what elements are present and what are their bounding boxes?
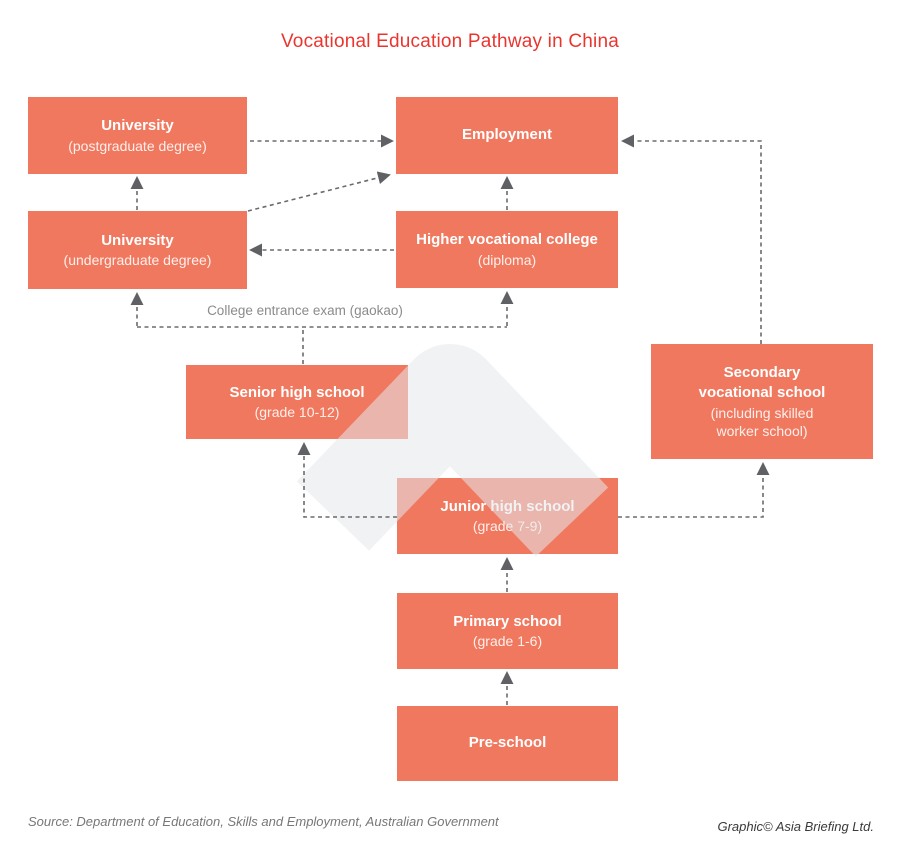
node-title: University [101,117,174,135]
credit-note: Graphic© Asia Briefing Ltd. [717,819,874,834]
node-subtitle: (postgraduate degree) [68,137,207,154]
node-university-postgraduate: University (postgraduate degree) [28,97,247,174]
node-employment: Employment [396,97,618,174]
node-university-undergraduate: University (undergraduate degree) [28,211,247,289]
node-title: Employment [461,126,552,144]
page-title: Vocational Education Pathway in China [280,31,619,52]
edge-juniorhigh-to-seniorhigh [297,442,397,518]
node-title: Primary school [453,612,562,630]
source-note: Source: Department of Education, Skills … [28,814,499,829]
node-title: Pre-school [468,734,547,752]
node-title: University [101,231,174,249]
node-subtitle: (grade 10-12) [254,404,340,421]
node-title: Senior high school [229,383,365,401]
edge-secondaryvoc-to-employment [621,134,762,344]
node-secondary-vocational-school: Secondary vocational school (including s… [651,344,873,459]
node-subtitle: (grade 1-6) [472,633,543,650]
node-higher-vocational-college: Higher vocational college (diploma) [396,211,618,288]
node-junior-high-school: Junior high school (grade 7-9) [397,478,618,554]
node-subtitle: (grade 7-9) [472,518,543,535]
node-title: Junior high school [440,497,575,515]
node-subtitle: (including skilled worker school) [710,404,814,439]
node-title: Secondary vocational school [698,364,826,402]
edge-juniorhigh-to-secondaryvoc [618,462,770,518]
node-primary-school: Primary school (grade 1-6) [397,593,618,669]
gaokao-edge-label: College entrance exam (gaokao) [207,303,403,318]
node-title: Higher vocational college [416,231,598,249]
node-senior-high-school: Senior high school (grade 10-12) [186,365,408,439]
node-pre-school: Pre-school [397,706,618,781]
node-subtitle: (diploma) [477,251,537,268]
node-subtitle: (undergraduate degree) [63,252,212,269]
edge-undergrad-to-employment [247,171,391,212]
